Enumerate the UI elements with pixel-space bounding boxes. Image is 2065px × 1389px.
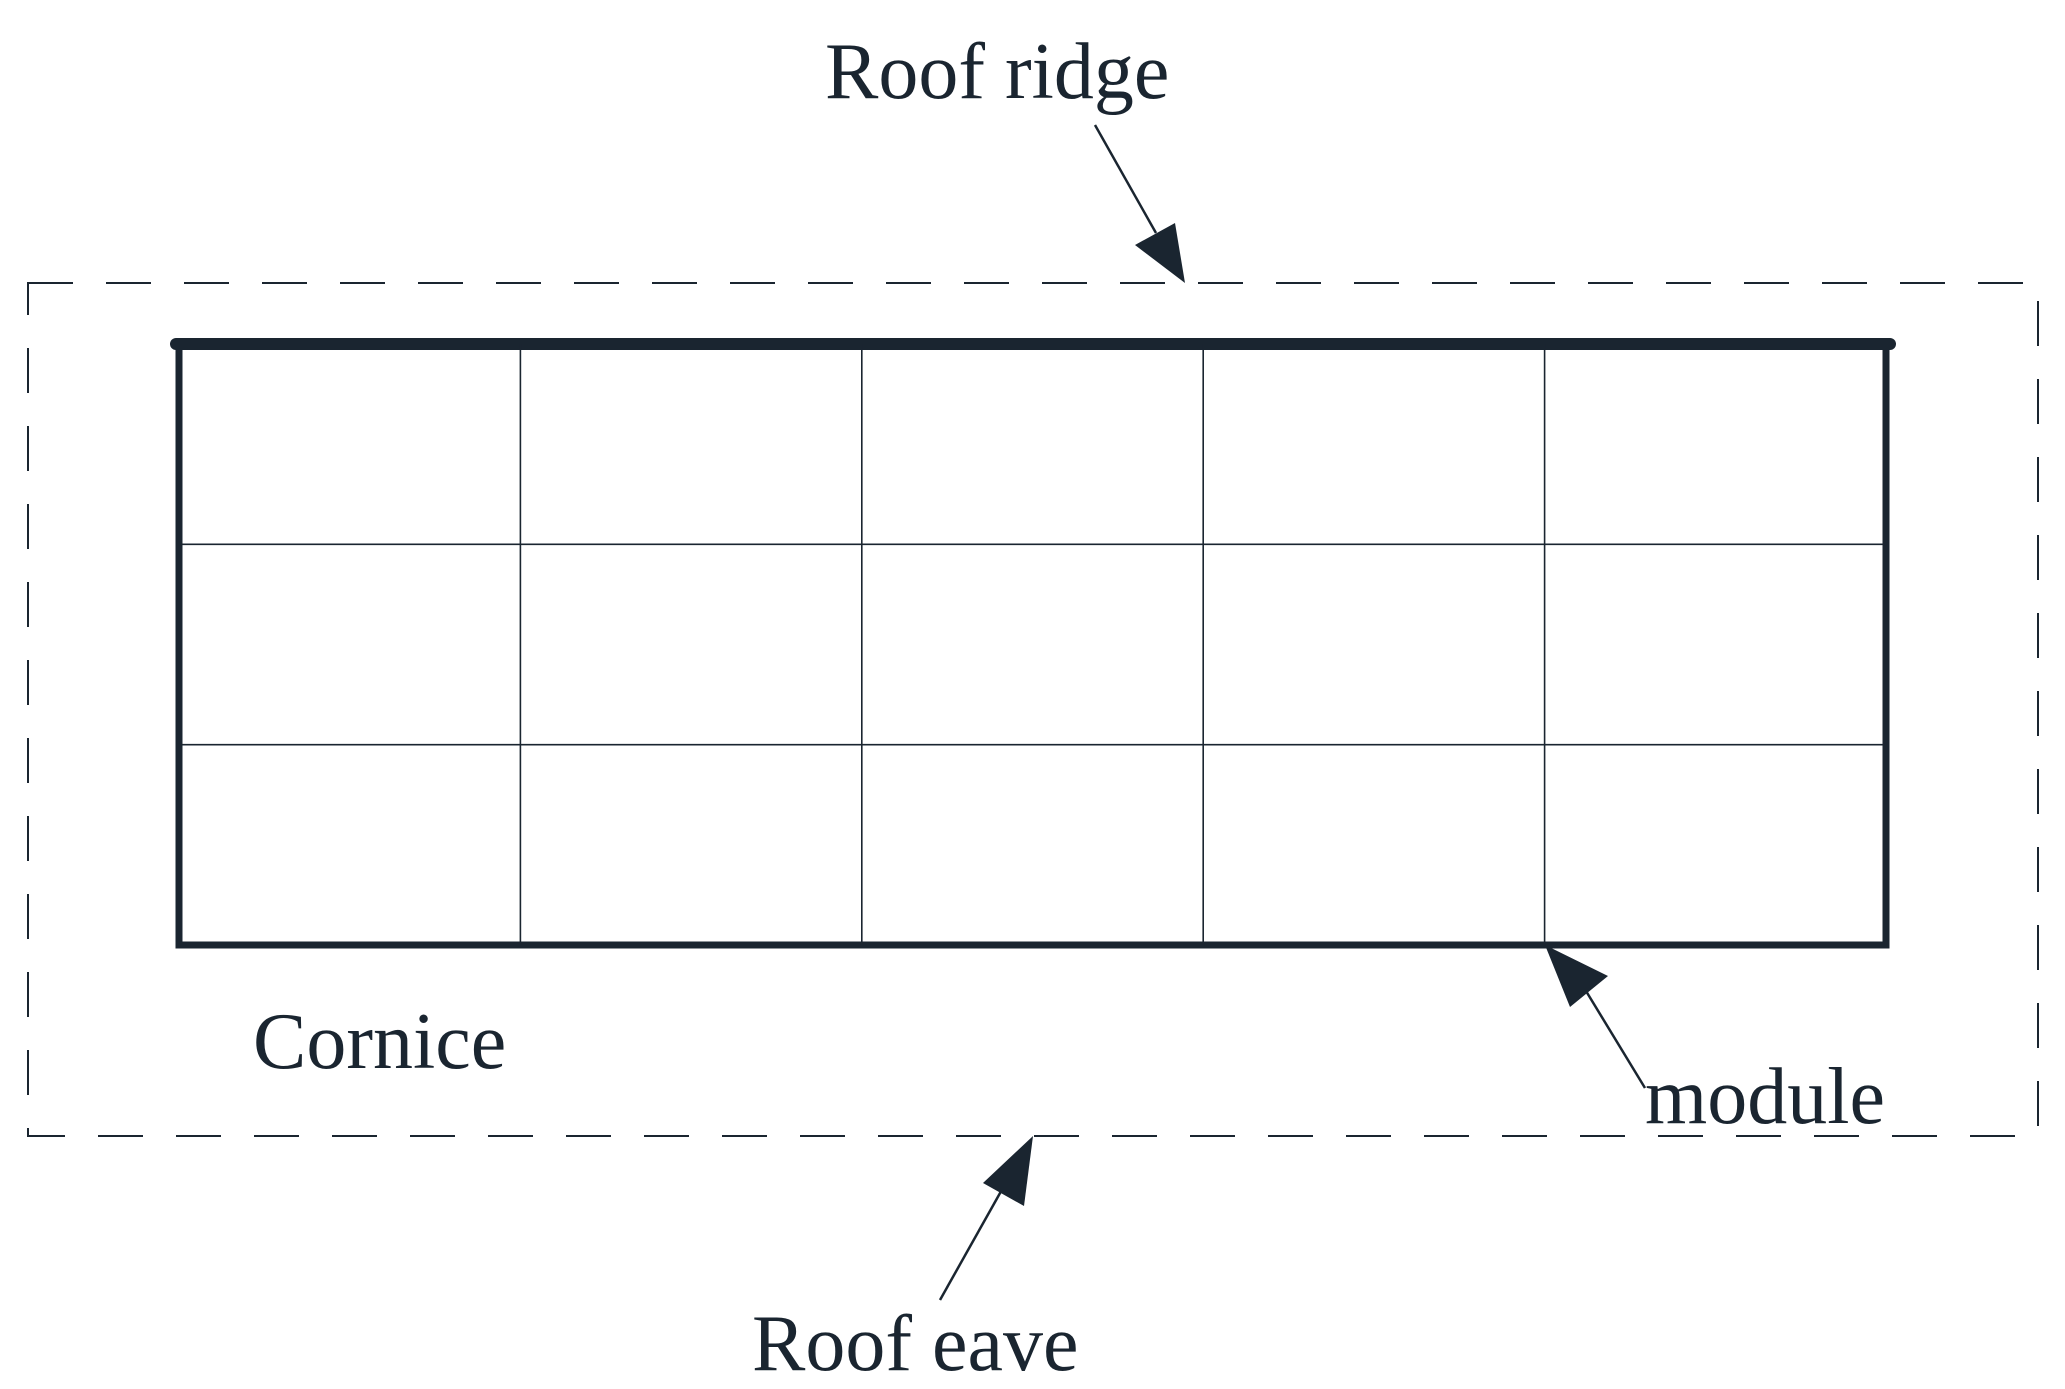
roof-boundary-dashed xyxy=(27,282,2039,1137)
module-label: module xyxy=(1645,1053,1885,1141)
cornice-label: Cornice xyxy=(253,998,506,1086)
module-grid xyxy=(179,344,1886,945)
roof-eave-label: Roof eave xyxy=(752,1300,1079,1388)
roof-eave-arrow xyxy=(938,1136,1033,1301)
roof-ridge-arrow xyxy=(1093,124,1185,283)
roof-ridge-label: Roof ridge xyxy=(825,28,1169,116)
module-arrow xyxy=(1545,945,1647,1089)
module-array-frame xyxy=(175,344,1890,949)
